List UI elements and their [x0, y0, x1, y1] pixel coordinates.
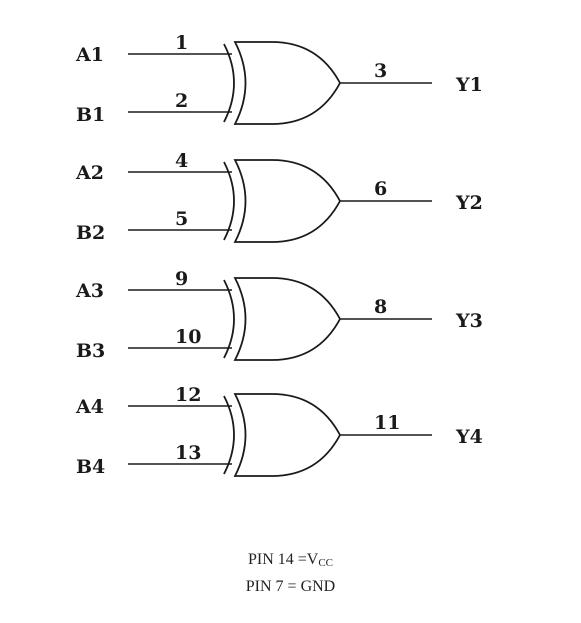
input-a-label: A1	[75, 44, 104, 66]
input-b-pin: 2	[175, 90, 188, 112]
input-a-pin: 4	[175, 150, 188, 172]
input-b-label: B1	[76, 104, 105, 126]
input-b-label: B4	[76, 456, 105, 478]
output-pin: 8	[374, 296, 387, 318]
output-pin: 6	[374, 178, 387, 200]
input-a-label: A2	[75, 162, 104, 184]
xor-body	[233, 277, 342, 361]
input-a-pin: 9	[175, 268, 188, 290]
xor-back-curve	[223, 161, 235, 241]
input-b-pin: 5	[175, 208, 188, 230]
xor-body	[233, 393, 342, 477]
output-pin: 11	[374, 412, 400, 434]
input-b-label: B2	[76, 222, 105, 244]
pin-notes: PIN 14 =VCC PIN 7 = GND	[0, 548, 581, 599]
xor-back-curve	[223, 395, 235, 475]
input-a-label: A3	[75, 280, 104, 302]
output-label: Y4	[455, 426, 483, 448]
xor-back-curve	[223, 279, 235, 359]
xor-body	[233, 41, 342, 125]
vcc-note: PIN 14 =VCC	[247, 551, 334, 569]
input-a-pin: 12	[175, 384, 201, 406]
output-label: Y3	[455, 310, 483, 332]
output-pin: 3	[374, 60, 387, 82]
output-label: Y1	[455, 74, 483, 96]
input-b-pin: 10	[175, 326, 201, 348]
input-b-label: B3	[76, 340, 105, 362]
gnd-note: PIN 7 = GND	[245, 578, 336, 595]
xor-body	[233, 159, 342, 243]
output-label: Y2	[455, 192, 483, 214]
input-a-pin: 1	[175, 32, 188, 54]
input-a-label: A4	[75, 396, 104, 418]
input-b-pin: 13	[175, 442, 201, 464]
xor-back-curve	[223, 43, 235, 123]
